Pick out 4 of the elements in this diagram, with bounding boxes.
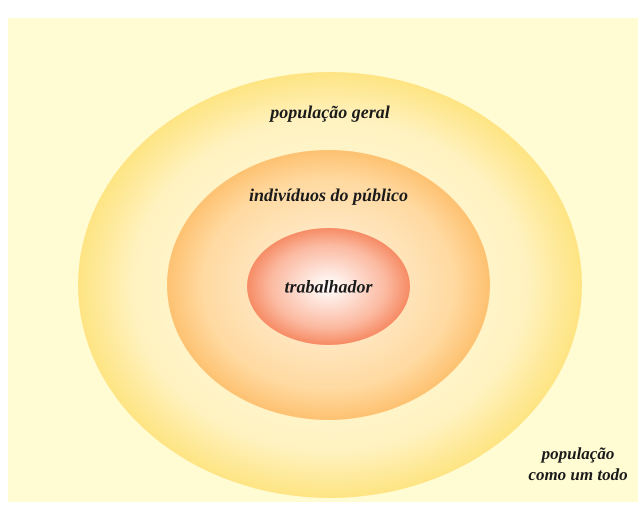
corner-label: população como um todo (527, 442, 629, 485)
region-label: população geral (268, 102, 391, 123)
region-label: trabalhador (283, 276, 374, 297)
region-label: indivíduos do público (248, 185, 410, 206)
